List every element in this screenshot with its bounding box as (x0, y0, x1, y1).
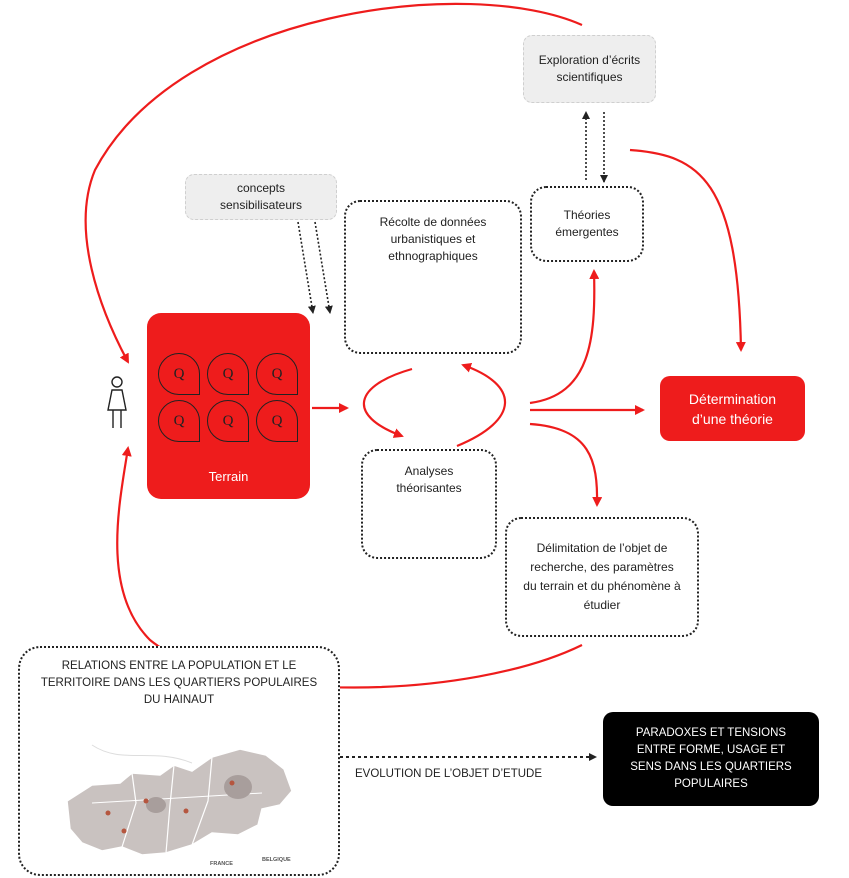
map-label-france: FRANCE (210, 861, 233, 867)
q-marker-icon: Q (207, 353, 249, 395)
concepts-box: concepts sensibilisateurs (185, 174, 337, 220)
terrain-box: Q Q Q Q Q Q Terrain (147, 313, 310, 499)
relations-box: RELATIONS ENTRE LA POPULATION ET LE TERR… (18, 646, 340, 876)
arrow-exploration-to-determination (629, 148, 746, 352)
recolte-box: Récolte de données urbanistiques et ethn… (344, 200, 522, 354)
q-letter: Q (173, 365, 185, 382)
arrow-exploration-to-person (84, 2, 583, 364)
theories-label: Théories émergentes (555, 208, 619, 239)
hainaut-map: FRANCE BELGIQUE (66, 744, 293, 867)
analyses-box: Analyses théorisantes (361, 449, 497, 559)
delimitation-label: Délimitation de l’objet de recherche, de… (523, 541, 681, 612)
paradoxes-box: PARADOXES ET TENSIONS ENTRE FORME, USAGE… (603, 712, 819, 806)
arrow-concepts-to-recolte-2 (314, 221, 333, 314)
q-letter: Q (173, 412, 185, 429)
woman-icon (107, 376, 127, 428)
map-label-belgique: BELGIQUE (262, 857, 291, 863)
theories-box: Théories émergentes (530, 186, 644, 262)
q-grid: Q Q Q Q Q Q (158, 353, 300, 442)
arrow-to-theories (529, 269, 600, 405)
arrow-recolte-to-analyses (362, 367, 413, 438)
q-marker-icon: Q (207, 400, 249, 442)
q-letter: Q (222, 412, 234, 429)
arrow-concepts-to-recolte-1 (297, 221, 316, 314)
q-marker-icon: Q (158, 400, 200, 442)
determination-box: Détermination d’une théorie (660, 376, 805, 441)
delimitation-box: Délimitation de l’objet de recherche, de… (505, 517, 699, 637)
arrow-analyses-to-recolte (456, 362, 507, 448)
q-letter: Q (222, 365, 234, 382)
q-letter: Q (271, 412, 283, 429)
recolte-label: Récolte de données urbanistiques et ethn… (379, 215, 487, 263)
paradoxes-label: PARADOXES ET TENSIONS ENTRE FORME, USAGE… (630, 727, 792, 790)
arrow-to-delimitation (529, 422, 603, 507)
concepts-label: concepts sensibilisateurs (219, 181, 303, 212)
q-letter: Q (271, 365, 283, 382)
analyses-label: Analyses théorisantes (396, 464, 462, 495)
relations-label: RELATIONS ENTRE LA POPULATION ET LE TERR… (40, 660, 318, 706)
q-marker-icon: Q (256, 400, 298, 442)
determination-label: Détermination d’une théorie (688, 390, 777, 427)
q-marker-icon: Q (256, 353, 298, 395)
q-marker-icon: Q (158, 353, 200, 395)
exploration-box: Exploration d’écrits scientifiques (523, 35, 656, 103)
evolution-label: EVOLUTION DE L’OBJET D’ETUDE (355, 768, 543, 780)
terrain-label: Terrain (208, 469, 249, 484)
exploration-label: Exploration d’écrits scientifiques (538, 53, 641, 84)
